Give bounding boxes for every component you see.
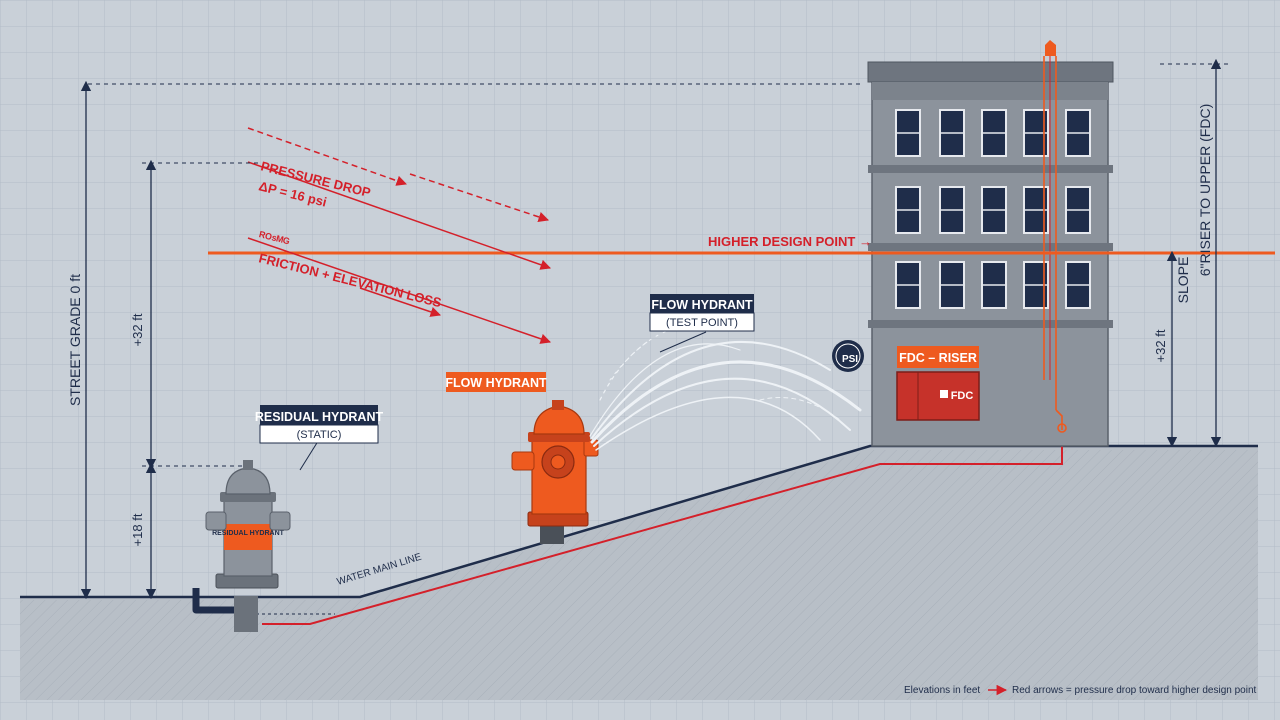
fdc-cabinet [896,371,980,421]
friction-prefix-label: ᴿᴼˢᴹᴳ [257,228,291,250]
psi-label: PSI [842,354,858,365]
legend: Elevations in feet Red arrows = pressure… [904,684,1257,696]
fdc-label: FDC [951,390,974,402]
pressure-arrow-2 [409,173,549,222]
legend-elevations: Elevations in feet [904,685,980,696]
building-windows [895,109,1091,309]
residual-hydrant: RESIDUAL HYDRANT [192,460,291,632]
riser-pipe [1043,40,1067,433]
flow-hydrant-orange-label: FLOW HYDRANT [445,376,547,390]
test-point-label: (TEST POINT) [666,317,738,329]
elev-18-left-label: +18 ft [130,513,145,546]
fdc-riser-label: FDC – RISER [899,351,977,365]
residual-hydrant-callout: RESIDUAL HYDRANT (STATIC) [255,405,384,471]
water-main-pipe [262,420,1063,625]
psi-gauge-icon: PSI [832,340,864,372]
slope-label: SLOPE [1175,257,1191,304]
flow-hydrant-orange-callout: FLOW HYDRANT [445,372,547,392]
flow-hydrant-callout: FLOW HYDRANT (TEST POINT) [649,294,755,353]
elev-32-right-label: +32 ft [1153,329,1168,362]
static-label: (STATIC) [297,429,342,441]
riser-to-upper-label: 6"RISER TO UPPER (FDC) [1197,104,1213,276]
residual-hydrant-body-label: RESIDUAL HYDRANT [212,530,285,537]
legend-red-arrows: Red arrows = pressure drop toward higher… [1012,685,1257,696]
residual-hydrant-label: RESIDUAL HYDRANT [255,410,384,424]
flow-hydrant [511,400,599,544]
higher-design-point-label: HIGHER DESIGN POINT → [708,234,872,249]
street-grade-label: STREET GRADE 0 ft [67,274,83,406]
pressure-arrow-5 [359,287,441,317]
elev-32-left-label: +32 ft [130,313,145,346]
pressure-arrow-4 [247,237,551,344]
flow-hydrant-label: FLOW HYDRANT [651,298,753,312]
ground-hatch [20,450,1258,700]
fdc-assembly: FDC – RISER FDC [896,346,980,421]
pressure-arrow-1 [247,127,407,186]
pressure-arrow-3 [247,161,551,270]
fdc-riser-label-box [897,346,979,368]
water-spray [589,329,862,451]
pressure-drop-arrows [247,127,551,344]
